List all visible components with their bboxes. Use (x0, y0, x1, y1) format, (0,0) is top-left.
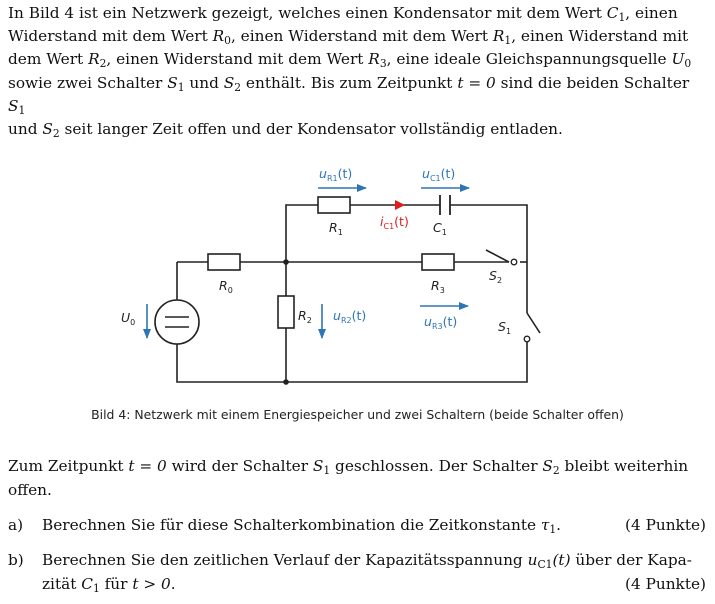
subtask-text: Berechnen Sie den zeitlichen Verlauf der… (42, 551, 692, 595)
symbol-r3: R3 (368, 50, 387, 71)
subtask-b: b) Berechnen Sie den zeitlichen Verlauf … (8, 549, 708, 597)
intro-paragraph: In Bild 4 ist ein Netzwerk gezeigt, welc… (8, 2, 708, 141)
problem-introduction: In Bild 4 ist ein Netzwerk gezeigt, welc… (8, 2, 708, 141)
intro-text: , einen Widerstand mit dem Wert (8, 4, 678, 46)
symbol-s1: S1 (167, 73, 185, 94)
label-r0: R0 (219, 278, 233, 295)
label-c1: C1 (433, 220, 447, 237)
time-zero: t = 0 (457, 73, 496, 92)
symbol-s1: S1 (312, 457, 331, 478)
subtask-text: Berechnen Sie für diese Schalterkombinat… (42, 516, 562, 537)
label-u-r2: uR2(t) (333, 308, 366, 325)
intro-text: und (184, 73, 224, 92)
symbol-r2: R2 (88, 50, 107, 71)
points-badge: (4 Punkte) (625, 516, 706, 534)
current-arrow-i-c1 (395, 200, 405, 210)
symbol-s2: S2 (223, 73, 242, 94)
task-paragraph: Zum Zeitpunkt t = 0 wird der Schalter S1… (8, 457, 689, 499)
intro-text: , eine ideale Gleichspannungsquelle (386, 50, 672, 69)
intro-text: seit langer Zeit offen und der Kondensat… (59, 120, 563, 139)
label-u-c1: uC1(t) (422, 166, 455, 183)
intro-text: sind die beiden Schalter (495, 73, 690, 92)
label-u-r1: uR1(t) (319, 166, 352, 183)
time-zero: t = 0 (128, 457, 167, 475)
resistor-r3 (421, 253, 455, 271)
label-u0: U0 (121, 310, 135, 327)
label-r2: R2 (298, 308, 312, 325)
switch-s2 (485, 249, 518, 266)
symbol-r0: R0 (212, 27, 231, 48)
capacitor-c1 (439, 195, 451, 215)
resistor-r0 (207, 253, 241, 271)
label-r3: R3 (431, 278, 445, 295)
label-u-r3: uR3(t) (424, 314, 457, 331)
subtask-label: b) (8, 551, 24, 569)
symbol-c1: C1 (606, 4, 626, 25)
label-i-c1: iC1(t) (380, 214, 409, 231)
symbol-r1: R1 (492, 27, 512, 48)
switch-s1 (523, 312, 541, 343)
resistor-r1 (317, 196, 351, 214)
symbol-s2: S2 (542, 457, 560, 478)
intro-text: , einen Widerstand mit dem Wert (230, 27, 493, 46)
symbol-s2: S2 (42, 120, 60, 141)
symbol-u0: U0 (671, 50, 692, 71)
junction-dot (283, 259, 289, 265)
voltage-arrows (143, 184, 470, 339)
intro-text: sowie zwei Schalter (8, 73, 168, 92)
intro-text: enthält. Bis zum Zeitpunkt (241, 73, 458, 92)
label-s2: S2 (489, 268, 502, 285)
intro-text: und (8, 120, 43, 139)
junction-dot (283, 379, 289, 385)
intro-text: In Bild 4 ist ein Netzwerk gezeigt, welc… (8, 4, 607, 22)
voltage-source-u0 (154, 299, 200, 345)
symbol-s1: S1 (8, 96, 26, 118)
intro-text: , einen Widerstand mit dem Wert (106, 50, 369, 69)
task-statement: Zum Zeitpunkt t = 0 wird der Schalter S1… (8, 455, 708, 502)
label-s1: S1 (498, 319, 511, 336)
resistor-r2 (277, 295, 295, 329)
subtask-label: a) (8, 516, 24, 534)
figure-caption: Bild 4: Netzwerk mit einem Energiespeich… (91, 407, 624, 422)
points-badge: (4 Punkte) (625, 575, 706, 593)
label-r1: R1 (329, 220, 343, 237)
wires (176, 204, 528, 383)
subtask-a: a) Berechnen Sie für diese Schalterkombi… (8, 514, 708, 538)
intro-text: , einen Widerstand mit dem Wert (8, 27, 689, 69)
